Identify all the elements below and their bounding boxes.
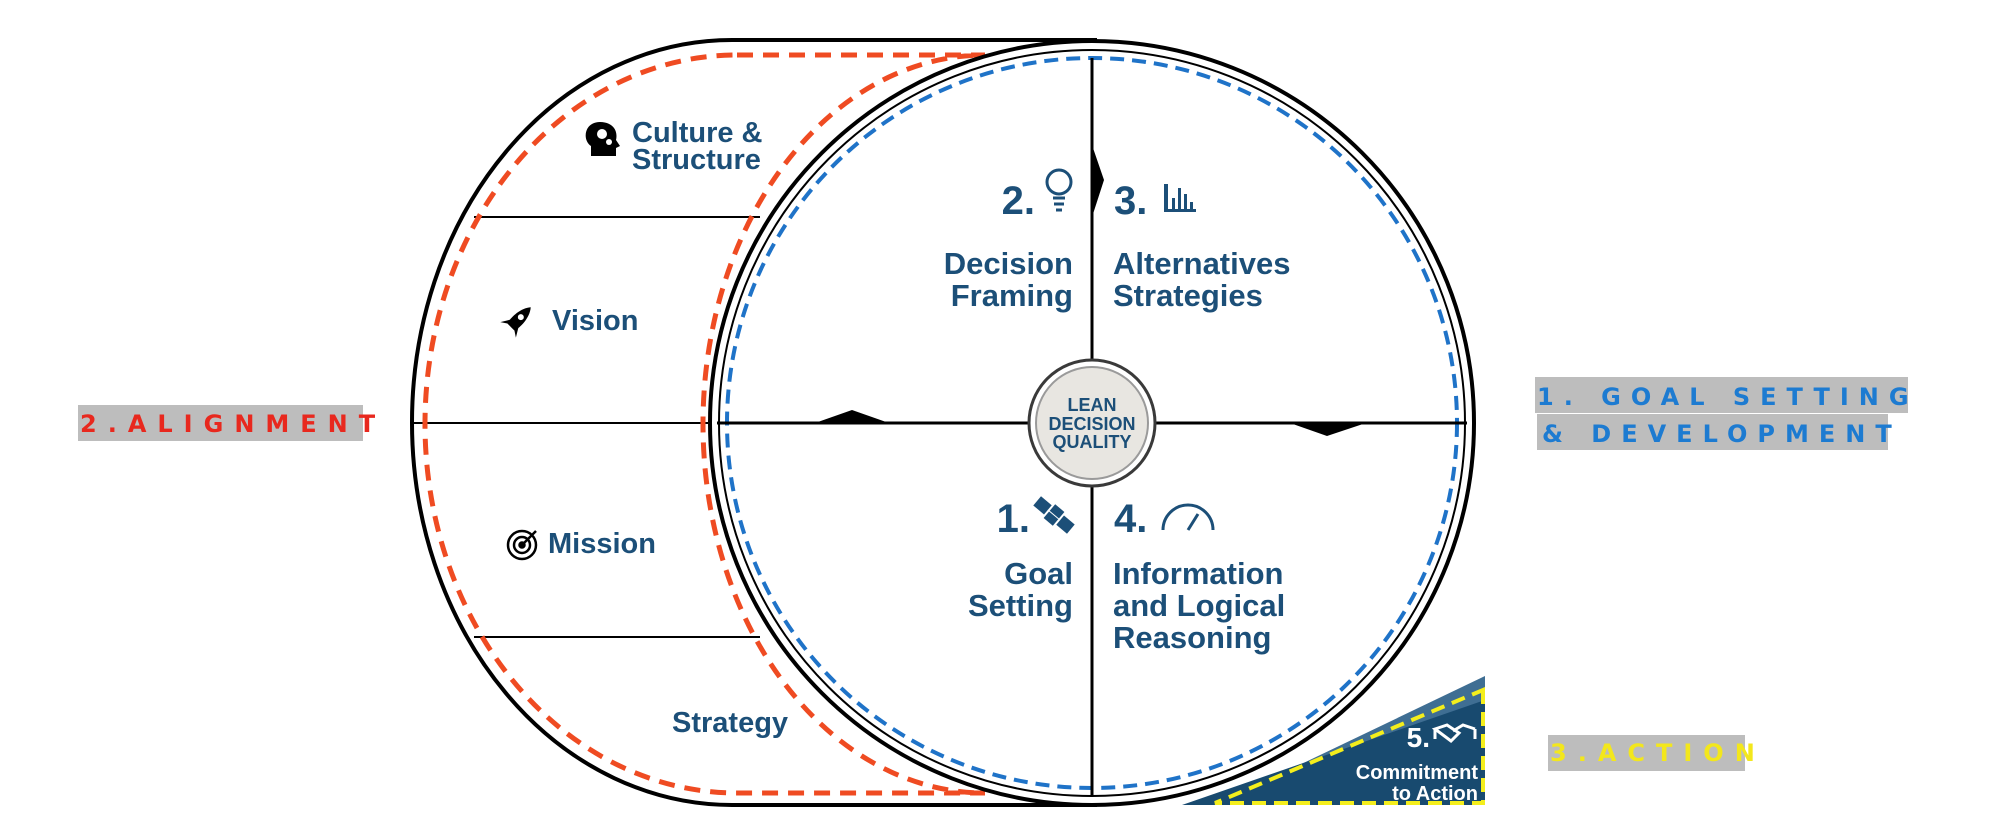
- quadrant-decision-framing: 2. Decision Framing: [944, 168, 1073, 313]
- rocket-icon: [500, 307, 531, 338]
- band-culture-structure: Culture & Structure: [585, 117, 763, 176]
- quadrant-information-reasoning: 4. Information and Logical Reasoning: [1113, 497, 1285, 655]
- quadrant-label-line1: Information: [1113, 556, 1284, 591]
- handshake-icon: [1431, 723, 1477, 743]
- phase-label-goal-setting: 1. GOAL SETTING & DEVELOPMENT: [1535, 377, 1919, 450]
- phase-label-text: 3.ACTION: [1550, 739, 1766, 767]
- commitment-label-line2: to Action: [1392, 783, 1478, 805]
- satellite-icon: [1033, 496, 1075, 534]
- band-mission: Mission: [506, 528, 656, 561]
- phase-label-background: [1535, 377, 1908, 413]
- quadrant-number: 4.: [1114, 497, 1147, 541]
- phase-label-background: [1548, 735, 1745, 771]
- center-label-line2: DECISION: [1048, 414, 1135, 434]
- lightbulb-icon: [1045, 168, 1073, 212]
- quadrant-label-line1: Alternatives: [1113, 246, 1290, 281]
- quadrant-label-line2: Framing: [951, 278, 1073, 313]
- center-badge: LEAN DECISION QUALITY: [1027, 358, 1157, 488]
- band-label: Mission: [548, 528, 656, 560]
- decision-circle: LEAN DECISION QUALITY 2. Decision Framin…: [708, 39, 1476, 807]
- band-label-line2: Structure: [632, 144, 761, 176]
- band-strategy: Strategy: [672, 707, 788, 739]
- quadrant-goal-setting: 1. Goal Setting: [968, 496, 1075, 623]
- alignment-dashed-outline: [422, 52, 986, 796]
- action-dashed-outline: [1214, 686, 1485, 805]
- band-vision: Vision: [500, 305, 639, 338]
- quadrant-number: 2.: [1002, 179, 1035, 223]
- target-icon: [506, 529, 538, 561]
- commitment-label-line1: Commitment: [1356, 762, 1479, 784]
- quadrant-alternatives-strategies: 3. Alternatives Strategies: [1113, 179, 1290, 313]
- center-label-line3: QUALITY: [1053, 432, 1132, 452]
- flow-marker-top: [1093, 148, 1104, 214]
- phase-label-background: [78, 405, 363, 441]
- center-label-line1: LEAN: [1068, 395, 1117, 415]
- phase-label-alignment: 2.ALIGNMENT: [78, 405, 386, 441]
- quadrant-number: 1.: [997, 497, 1030, 541]
- gauge-icon: [1161, 503, 1215, 531]
- flow-marker-right: [1290, 423, 1366, 436]
- quadrant-label-line1: Goal: [1004, 556, 1073, 591]
- phase-label-text: 2.ALIGNMENT: [80, 410, 386, 438]
- head-gears-icon: [585, 122, 620, 156]
- commitment-corner: 5. Commitment to Action: [1182, 676, 1485, 805]
- band-label: Strategy: [672, 707, 788, 739]
- phase-label-action: 3.ACTION: [1548, 735, 1766, 771]
- quadrant-label-line2: Setting: [968, 588, 1073, 623]
- phase-label-background: [1537, 414, 1888, 450]
- quadrant-label-line2: Strategies: [1113, 278, 1263, 313]
- commitment-number: 5.: [1407, 722, 1430, 753]
- quadrant-label-line3: Reasoning: [1113, 620, 1271, 655]
- flow-marker-left: [815, 410, 889, 423]
- bar-chart-icon: [1164, 184, 1196, 212]
- quadrant-label-line1: Decision: [944, 246, 1073, 281]
- band-label-line1: Culture &: [632, 117, 763, 149]
- band-label: Vision: [552, 305, 639, 337]
- phase-label-line2: & DEVELOPMENT: [1542, 420, 1902, 448]
- phase-label-line1: 1. GOAL SETTING: [1537, 383, 1919, 411]
- quadrant-number: 3.: [1114, 179, 1147, 223]
- quadrant-label-line2: and Logical: [1113, 588, 1285, 623]
